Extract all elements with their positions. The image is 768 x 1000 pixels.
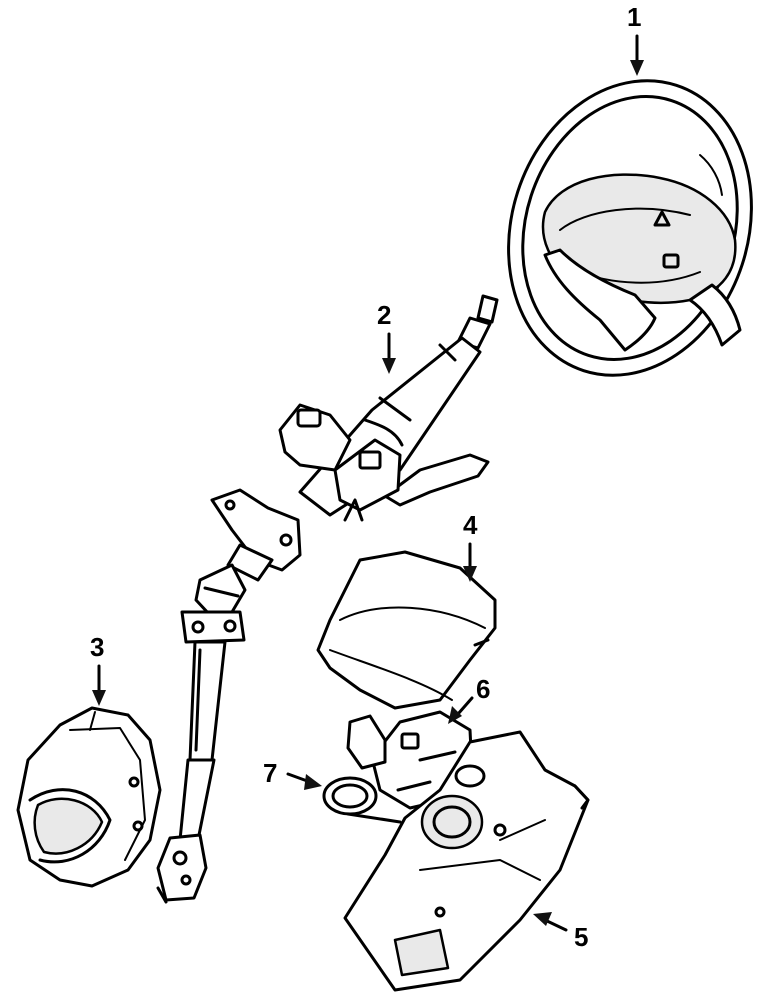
callout-2-label: 2 bbox=[377, 300, 392, 330]
lower-column-cover-part-5 bbox=[343, 730, 590, 992]
upper-column-cover-part-4 bbox=[316, 550, 497, 710]
ring-part-7 bbox=[322, 776, 402, 824]
callout-6-label: 6 bbox=[476, 674, 491, 704]
callout-1-label: 1 bbox=[627, 2, 642, 32]
callout-5-label: 5 bbox=[574, 922, 589, 952]
intermediate-shaft bbox=[156, 563, 247, 904]
column-boot-part-3 bbox=[16, 706, 162, 888]
callout-arrows bbox=[92, 34, 644, 932]
callout-4-label: 4 bbox=[463, 510, 478, 540]
steering-wheel-part-1 bbox=[507, 79, 753, 377]
steering-column-part-2 bbox=[210, 294, 499, 582]
callout-7-label: 7 bbox=[263, 758, 278, 788]
callout-3-label: 3 bbox=[90, 632, 105, 662]
